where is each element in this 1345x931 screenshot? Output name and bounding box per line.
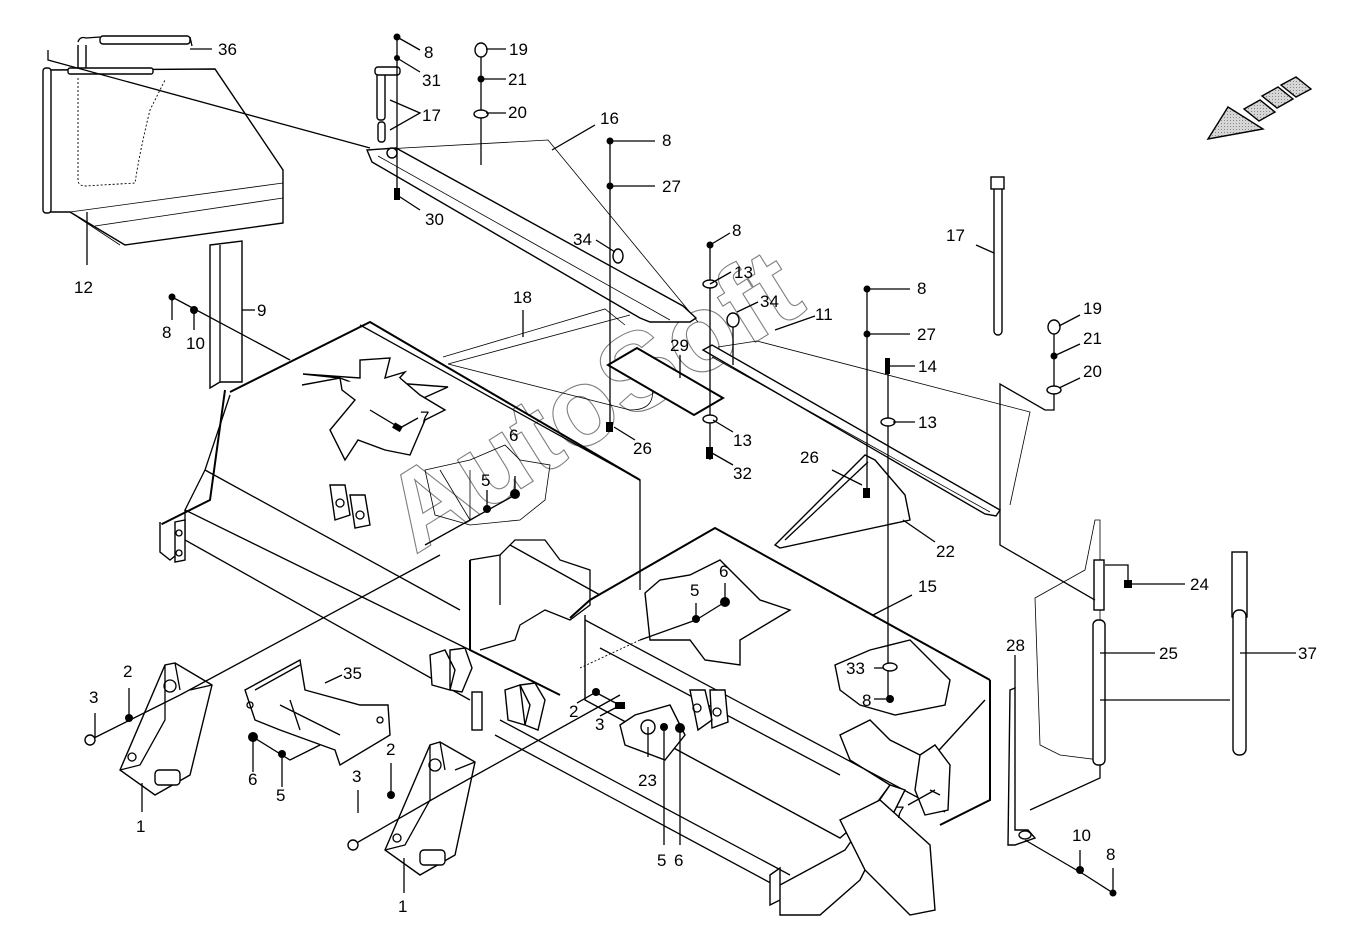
callout-17[interactable]: 17 bbox=[946, 226, 965, 245]
callout-7[interactable]: 7 bbox=[895, 803, 904, 822]
callout-labels: 36 12 8 31 17 30 19 21 20 16 8 27 34 8 1… bbox=[74, 40, 1317, 916]
callout-26[interactable]: 26 bbox=[800, 448, 819, 467]
callout-3[interactable]: 3 bbox=[89, 688, 98, 707]
callout-28[interactable]: 28 bbox=[1006, 636, 1025, 655]
callout-8[interactable]: 8 bbox=[732, 221, 741, 240]
callout-32[interactable]: 32 bbox=[733, 464, 752, 483]
callout-6[interactable]: 6 bbox=[509, 426, 518, 445]
callout-7[interactable]: 7 bbox=[420, 408, 429, 427]
callout-23[interactable]: 23 bbox=[638, 771, 657, 790]
callout-10[interactable]: 10 bbox=[1072, 826, 1091, 845]
part-center-hitch bbox=[429, 539, 601, 731]
fastener-stack-14-13-33-8 bbox=[880, 358, 898, 703]
part-11-deflector-bracket bbox=[701, 340, 1031, 517]
fastener-stack-19-21-20-left bbox=[473, 42, 489, 165]
callout-2[interactable]: 2 bbox=[386, 740, 395, 759]
part-1-mount-bracket-left bbox=[119, 662, 213, 796]
leader-chute-link bbox=[47, 50, 371, 149]
callout-13[interactable]: 13 bbox=[734, 263, 753, 282]
callout-27[interactable]: 27 bbox=[917, 325, 936, 344]
fastener-stack-8-27-34 bbox=[606, 137, 624, 432]
callout-17[interactable]: 17 bbox=[422, 106, 441, 125]
part-37-rod bbox=[1231, 551, 1248, 756]
part-17-rod-right bbox=[990, 176, 1005, 336]
callout-2[interactable]: 2 bbox=[569, 702, 578, 721]
callout-8[interactable]: 8 bbox=[862, 691, 871, 710]
callout-11[interactable]: 11 bbox=[815, 305, 833, 324]
callout-3[interactable]: 3 bbox=[352, 767, 361, 786]
callout-26[interactable]: 26 bbox=[633, 439, 652, 458]
callout-3[interactable]: 3 bbox=[595, 715, 604, 734]
part-9-side-bracket bbox=[209, 240, 243, 390]
callout-31[interactable]: 31 bbox=[422, 71, 441, 90]
callout-15[interactable]: 15 bbox=[918, 577, 937, 596]
part-17-rod-left bbox=[374, 66, 401, 143]
callout-30[interactable]: 30 bbox=[425, 210, 444, 229]
part-28-side-bracket bbox=[1007, 686, 1037, 846]
part-deck-cutaway-left bbox=[424, 444, 551, 526]
callout-8[interactable]: 8 bbox=[424, 43, 433, 62]
callout-5[interactable]: 5 bbox=[657, 851, 666, 870]
callout-35[interactable]: 35 bbox=[343, 664, 362, 683]
callout-29[interactable]: 29 bbox=[670, 336, 689, 355]
part-29-plate bbox=[606, 346, 725, 417]
callout-13[interactable]: 13 bbox=[918, 413, 937, 432]
callout-6[interactable]: 6 bbox=[248, 770, 257, 789]
part-16-deflector-bracket bbox=[365, 139, 699, 323]
callout-16[interactable]: 16 bbox=[600, 109, 619, 128]
part-25-flap bbox=[1034, 519, 1106, 766]
callout-20[interactable]: 20 bbox=[508, 103, 527, 122]
part-22-bracket bbox=[773, 454, 911, 549]
part-1-mount-bracket-right bbox=[384, 741, 476, 876]
callout-5[interactable]: 5 bbox=[481, 471, 490, 490]
callout-13[interactable]: 13 bbox=[733, 431, 752, 450]
callout-1[interactable]: 1 bbox=[136, 817, 145, 836]
callout-6[interactable]: 6 bbox=[674, 851, 683, 870]
callout-34[interactable]: 34 bbox=[760, 292, 779, 311]
callout-9[interactable]: 9 bbox=[257, 301, 266, 320]
callout-27[interactable]: 27 bbox=[662, 177, 681, 196]
callout-21[interactable]: 21 bbox=[508, 70, 527, 89]
callout-8[interactable]: 8 bbox=[662, 131, 671, 150]
callout-18[interactable]: 18 bbox=[513, 288, 532, 307]
callout-20[interactable]: 20 bbox=[1083, 362, 1102, 381]
callout-22[interactable]: 22 bbox=[936, 542, 955, 561]
direction-arrow-icon bbox=[1206, 76, 1313, 140]
part-deck-housing-left bbox=[159, 320, 641, 701]
callout-2[interactable]: 2 bbox=[123, 662, 132, 681]
callout-5[interactable]: 5 bbox=[276, 786, 285, 805]
callout-5[interactable]: 5 bbox=[690, 581, 699, 600]
callout-34[interactable]: 34 bbox=[573, 230, 592, 249]
callout-leaders bbox=[86, 36, 1296, 893]
callout-1[interactable]: 1 bbox=[398, 897, 407, 916]
fastener-stack-8-27-26 bbox=[863, 285, 871, 498]
callout-21[interactable]: 21 bbox=[1083, 329, 1102, 348]
part-deck-housing-right bbox=[494, 526, 991, 916]
callout-37[interactable]: 37 bbox=[1298, 644, 1317, 663]
callout-19[interactable]: 19 bbox=[1083, 299, 1102, 318]
fastener-34-right bbox=[726, 312, 740, 365]
part-grass-chute bbox=[42, 35, 284, 246]
callout-8[interactable]: 8 bbox=[917, 279, 926, 298]
callout-24[interactable]: 24 bbox=[1190, 575, 1209, 594]
part-35-hitch-bracket bbox=[244, 658, 391, 767]
callout-36[interactable]: 36 bbox=[218, 40, 237, 59]
callout-8[interactable]: 8 bbox=[162, 323, 171, 342]
callout-8[interactable]: 8 bbox=[1106, 845, 1115, 864]
fastener-stack-19-21-20-right bbox=[999, 319, 1062, 520]
callout-19[interactable]: 19 bbox=[509, 40, 528, 59]
callout-6[interactable]: 6 bbox=[719, 562, 728, 581]
callout-12[interactable]: 12 bbox=[74, 278, 93, 297]
callout-10[interactable]: 10 bbox=[186, 334, 205, 353]
callout-14[interactable]: 14 bbox=[918, 357, 937, 376]
callout-33[interactable]: 33 bbox=[846, 659, 865, 678]
callout-25[interactable]: 25 bbox=[1159, 644, 1178, 663]
